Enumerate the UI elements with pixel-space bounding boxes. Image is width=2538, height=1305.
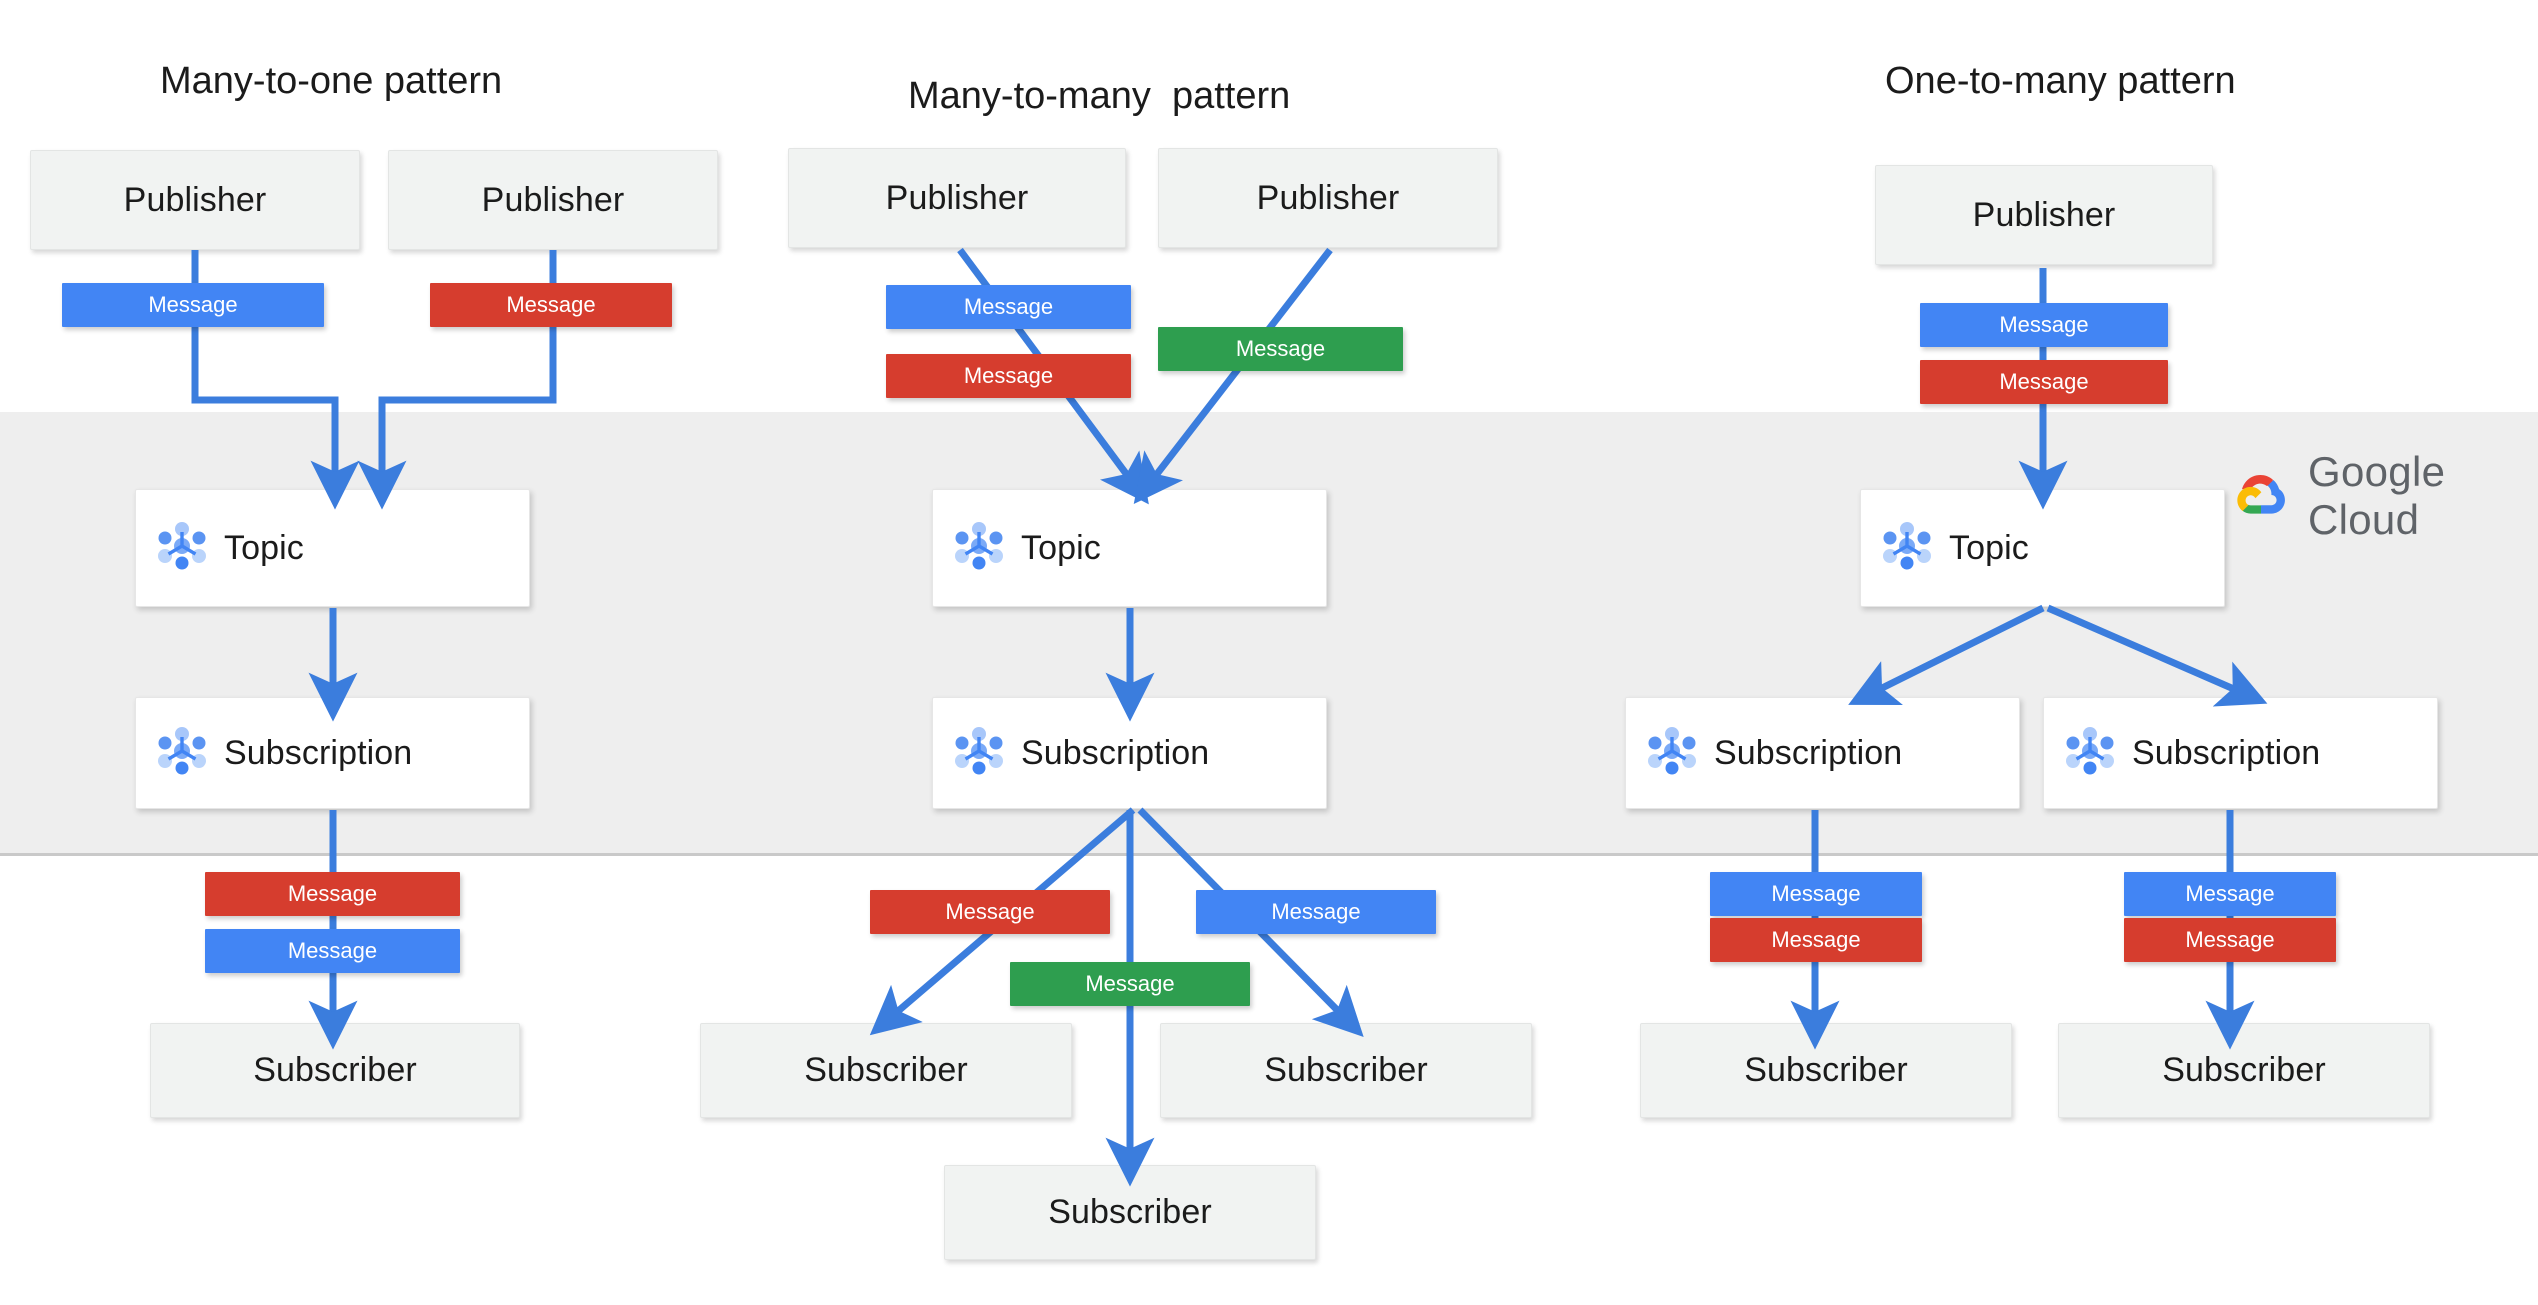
subscription-box[interactable]: Subscription bbox=[1625, 697, 2020, 809]
subscription-label: Subscription bbox=[1021, 733, 1210, 772]
pubsub-node-icon bbox=[156, 520, 208, 577]
message-chip[interactable]: Message bbox=[870, 890, 1110, 934]
pubsub-node-icon bbox=[2064, 725, 2116, 782]
subscription-box[interactable]: Subscription bbox=[2043, 697, 2438, 809]
publisher-label: Publisher bbox=[481, 180, 625, 219]
message-label: Message bbox=[1271, 899, 1361, 924]
publisher-box[interactable]: Publisher bbox=[1158, 148, 1498, 248]
publisher-label: Publisher bbox=[1972, 195, 2116, 234]
message-label: Message bbox=[963, 294, 1054, 319]
subscription-label: Subscription bbox=[224, 733, 413, 772]
message-label: Message bbox=[148, 292, 238, 317]
publisher-box[interactable]: Publisher bbox=[30, 150, 360, 250]
publisher-box[interactable]: Publisher bbox=[1875, 165, 2213, 265]
subscription-label: Subscription bbox=[1714, 733, 1903, 772]
wire-topic-to-subscription-right bbox=[2046, 604, 2268, 707]
google-cloud-logo-icon bbox=[2232, 470, 2290, 523]
message-label: Message bbox=[1999, 312, 2089, 337]
subscriber-label: Subscriber bbox=[1744, 1051, 1908, 1089]
subscriber-label: Subscriber bbox=[1048, 1193, 1212, 1231]
google-cloud-logo: Google Cloud bbox=[2232, 448, 2538, 544]
pubsub-node-icon bbox=[156, 725, 208, 782]
message-label: Message bbox=[1085, 971, 1175, 996]
topic-label: Topic bbox=[1949, 528, 2029, 567]
message-label: Message bbox=[287, 938, 378, 963]
subscription-box[interactable]: Subscription bbox=[932, 697, 1327, 809]
subscriber-box[interactable]: Subscriber bbox=[1160, 1023, 1532, 1118]
publisher-label: Publisher bbox=[1256, 178, 1400, 217]
publisher-box[interactable]: Publisher bbox=[788, 148, 1126, 248]
message-chip[interactable]: Message bbox=[1920, 360, 2168, 404]
message-label: Message bbox=[2185, 881, 2275, 906]
message-chip[interactable]: Message bbox=[430, 283, 672, 327]
subscriber-label: Subscriber bbox=[253, 1051, 417, 1089]
pubsub-node-icon bbox=[1881, 520, 1933, 577]
message-chip[interactable]: Message bbox=[1710, 918, 1922, 962]
message-chip[interactable]: Message bbox=[886, 285, 1131, 329]
message-chip[interactable]: Message bbox=[1010, 962, 1250, 1006]
message-chip[interactable]: Message bbox=[1710, 872, 1922, 916]
wire-topic-to-subscription-left bbox=[1848, 604, 2045, 705]
column-title-many-to-many: Many-to-many pattern bbox=[908, 75, 1291, 117]
publisher-label: Publisher bbox=[885, 178, 1029, 217]
message-chip[interactable]: Message bbox=[1196, 890, 1436, 934]
pubsub-node-icon bbox=[953, 520, 1005, 577]
message-chip[interactable]: Message bbox=[1920, 303, 2168, 347]
subscriber-box[interactable]: Subscriber bbox=[700, 1023, 1072, 1118]
subscription-label: Subscription bbox=[2132, 733, 2321, 772]
message-chip[interactable]: Message bbox=[886, 354, 1131, 398]
message-label: Message bbox=[1771, 927, 1861, 952]
message-label: Message bbox=[2185, 927, 2275, 952]
message-label: Message bbox=[1235, 336, 1326, 361]
subscriber-label: Subscriber bbox=[804, 1051, 968, 1089]
topic-box[interactable]: Topic bbox=[932, 489, 1327, 607]
message-label: Message bbox=[1999, 369, 2089, 394]
message-chip[interactable]: Message bbox=[2124, 918, 2336, 962]
message-chip[interactable]: Message bbox=[205, 872, 460, 916]
pubsub-node-icon bbox=[1646, 725, 1698, 782]
topic-label: Topic bbox=[1021, 528, 1101, 567]
subscriber-label: Subscriber bbox=[2162, 1051, 2326, 1089]
subscriber-label: Subscriber bbox=[1264, 1051, 1428, 1089]
message-chip[interactable]: Message bbox=[62, 283, 324, 327]
topic-label: Topic bbox=[224, 528, 304, 567]
publisher-box[interactable]: Publisher bbox=[388, 150, 718, 250]
message-label: Message bbox=[945, 899, 1035, 924]
publisher-label: Publisher bbox=[123, 180, 267, 219]
message-label: Message bbox=[963, 363, 1054, 388]
message-chip[interactable]: Message bbox=[205, 929, 460, 973]
message-chip[interactable]: Message bbox=[2124, 872, 2336, 916]
message-label: Message bbox=[287, 881, 378, 906]
message-label: Message bbox=[506, 292, 596, 317]
pubsub-node-icon bbox=[953, 725, 1005, 782]
message-chip[interactable]: Message bbox=[1158, 327, 1403, 371]
google-cloud-wordmark: Google Cloud bbox=[2308, 448, 2446, 543]
message-label: Message bbox=[1771, 881, 1861, 906]
column-title-one-to-many: One-to-many pattern bbox=[1885, 60, 2236, 102]
column-title-many-to-one: Many-to-one pattern bbox=[160, 60, 503, 102]
